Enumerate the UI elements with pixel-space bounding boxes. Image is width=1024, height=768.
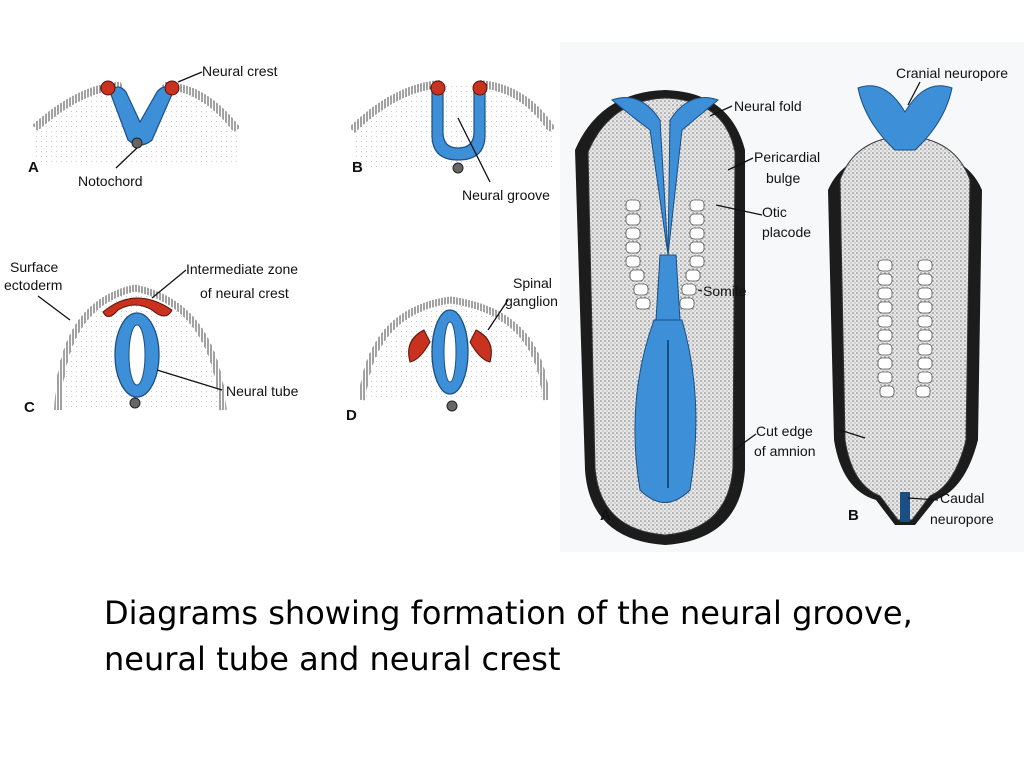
neural-crest-cell (100, 80, 116, 96)
somites (877, 259, 933, 398)
label-caudal-neuropore: Caudal (940, 490, 984, 506)
figure-caption: Diagrams showing formation of the neural… (104, 594, 913, 678)
label-intermediate-zone: Intermediate zone (186, 261, 298, 277)
neural-crest-cell (164, 80, 180, 96)
label-cranial-neuropore: Cranial neuropore (896, 65, 1008, 81)
svg-text:placode: placode (762, 224, 811, 240)
notochord (452, 162, 464, 174)
label-neural-crest: Neural crest (202, 63, 278, 79)
svg-text:of amnion: of amnion (754, 443, 815, 459)
caudal-neuropore (900, 492, 910, 522)
spinal-ganglion (469, 329, 492, 363)
label-spinal-ganglion: Spinal (513, 275, 552, 291)
label-neural-tube: Neural tube (226, 383, 299, 399)
spinal-ganglion (408, 329, 431, 363)
notochord (446, 400, 458, 412)
label-notochord: Notochord (78, 173, 143, 189)
label-surface-ectoderm: Surface (10, 259, 58, 275)
panel-label-b-right: B (848, 507, 859, 524)
somites (625, 199, 705, 310)
notochord (129, 397, 141, 409)
panel-b-cross-section: Neural groove B (349, 80, 556, 203)
notochord (131, 137, 143, 149)
cranial-neural-folds (857, 85, 953, 151)
intermediate-zone-crest (102, 297, 173, 317)
neural-tube (655, 254, 681, 321)
neural-plate-caudal (634, 319, 697, 503)
neural-crest-cell (430, 80, 446, 96)
label-neural-fold: Neural fold (734, 98, 802, 114)
label-neural-groove: Neural groove (462, 187, 550, 203)
svg-text:ectoderm: ectoderm (4, 277, 62, 293)
neural-crest-cell (472, 80, 488, 96)
panel-label-d-left: D (346, 407, 357, 424)
panel-label-c-left: C (24, 399, 35, 416)
label-somite: Somite (703, 283, 747, 299)
embryo-dorsal-view-a: Neural fold Pericardial bulge Otic placo… (575, 90, 820, 545)
embryo-dorsal-view-b: Cranial neuropore Caudal neuropore B (828, 65, 1008, 527)
svg-text:bulge: bulge (766, 170, 800, 186)
label-otic-placode: Otic (762, 204, 787, 220)
panel-label-b-left: B (352, 159, 363, 176)
label-cut-edge-amnion: Cut edge (756, 423, 813, 439)
svg-text:of neural crest: of neural crest (200, 285, 289, 301)
panel-label-a-left: A (28, 159, 39, 176)
panel-d-cross-section: Spinal ganglion D (346, 275, 558, 424)
panel-a-cross-section: Neural crest Notochord A (28, 63, 278, 189)
label-pericardial-bulge: Pericardial (754, 149, 820, 165)
panel-c-cross-section: Surface ectoderm Intermediate zone of ne… (4, 259, 299, 416)
panel-label-a-right: A (600, 507, 611, 524)
svg-text:neuropore: neuropore (930, 511, 994, 527)
svg-text:ganglion: ganglion (505, 293, 558, 309)
